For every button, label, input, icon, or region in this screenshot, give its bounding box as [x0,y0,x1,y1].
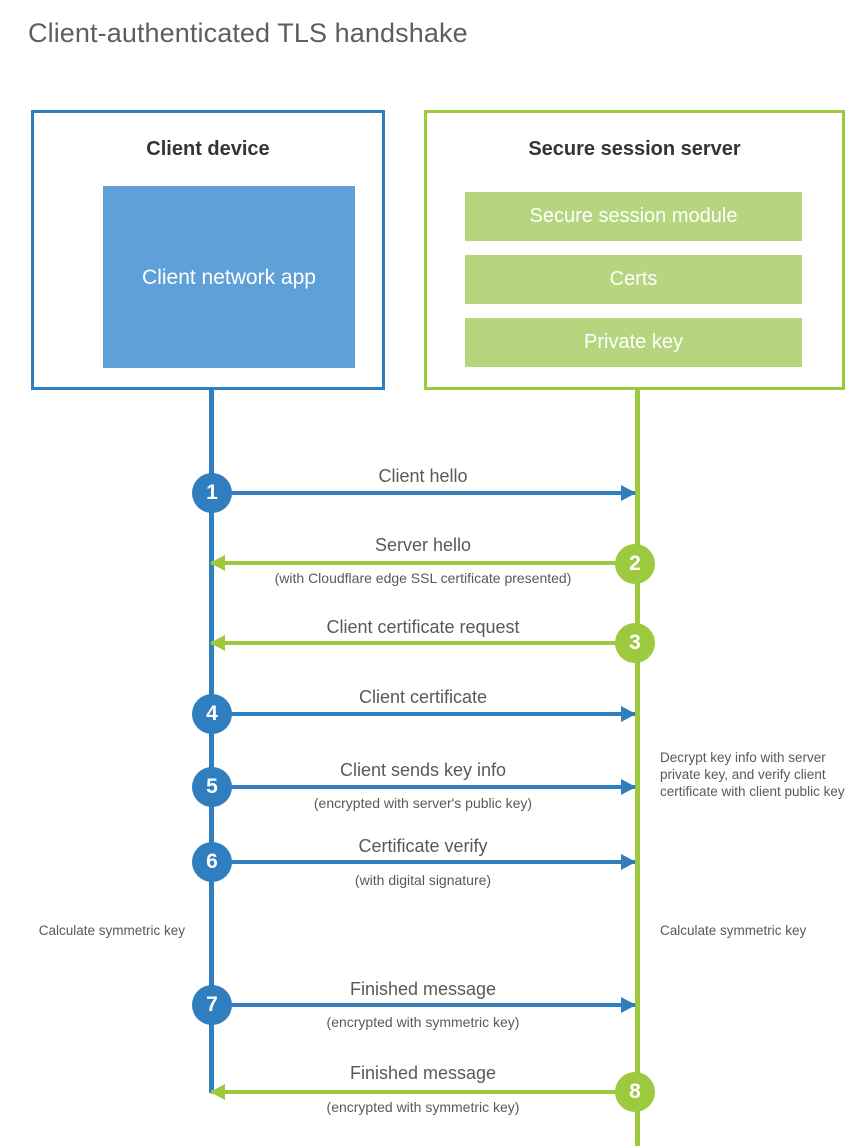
step-8-sublabel: (encrypted with symmetric key) [326,1099,520,1115]
step-2-marker: 2 [615,544,655,584]
server-calculate-note: Calculate symmetric key [660,923,807,938]
arrow-head-right-icon [621,779,636,795]
entity-client-device: Client device Client network app [31,110,385,390]
step-3-label: Client certificate request [326,617,520,637]
step-2-label: Server hello [374,535,472,555]
step-4-marker: 4 [192,694,232,734]
step-5-arrow [211,779,636,795]
page-title: Client-authenticated TLS handshake [28,18,468,48]
step-4-label: Client certificate [358,687,488,707]
step-6-sublabel: (with digital signature) [354,872,492,888]
step-7-marker: 7 [192,985,232,1025]
step-3-marker: 3 [615,623,655,663]
server-title: Secure session server [528,138,741,160]
step-8-label: Finished message [349,1063,497,1083]
step-3-arrow [210,635,635,651]
step-5-marker: 5 [192,767,232,807]
client-calculate-note: Calculate symmetric key [38,923,185,938]
step-4-arrow [211,706,636,722]
step-5-sublabel: (encrypted with server's public key) [313,795,533,811]
arrow-head-right-icon [621,485,636,501]
step-1-label: Client hello [378,466,468,486]
client-lifeline [209,390,214,1093]
step-1-marker: 1 [192,473,232,513]
step-8-arrow [210,1084,635,1100]
step-7-label: Finished message [349,979,497,999]
arrow-head-right-icon [621,997,636,1013]
step-2-arrow [210,555,635,571]
step-2-sublabel: (with Cloudflare edge SSL certificate pr… [274,570,572,586]
step-7-sublabel: (encrypted with symmetric key) [326,1014,520,1030]
client-network-app-block: Client network app [103,186,355,368]
step-5-label: Client sends key info [339,760,507,780]
step-1-arrow [211,485,636,501]
server-bar-private-key: Private key [465,318,802,367]
step-6-label: Certificate verify [358,836,488,856]
arrow-head-right-icon [621,706,636,722]
step-8-marker: 8 [615,1072,655,1112]
arrow-head-right-icon [621,854,636,870]
arrow-head-left-icon [210,635,225,651]
step-6-marker: 6 [192,842,232,882]
server-decrypt-note: Decrypt key info with server private key… [660,750,845,799]
server-bar-certs: Certs [465,255,802,304]
step-7-arrow [211,997,636,1013]
arrow-head-left-icon [210,1084,225,1100]
entity-secure-session-server: Secure session server Secure session mod… [424,110,845,390]
step-6-arrow [211,854,636,870]
arrow-head-left-icon [210,555,225,571]
server-lifeline [635,390,640,1146]
server-bar-secure-session-module: Secure session module [465,192,802,241]
client-device-title: Client device [146,138,270,160]
